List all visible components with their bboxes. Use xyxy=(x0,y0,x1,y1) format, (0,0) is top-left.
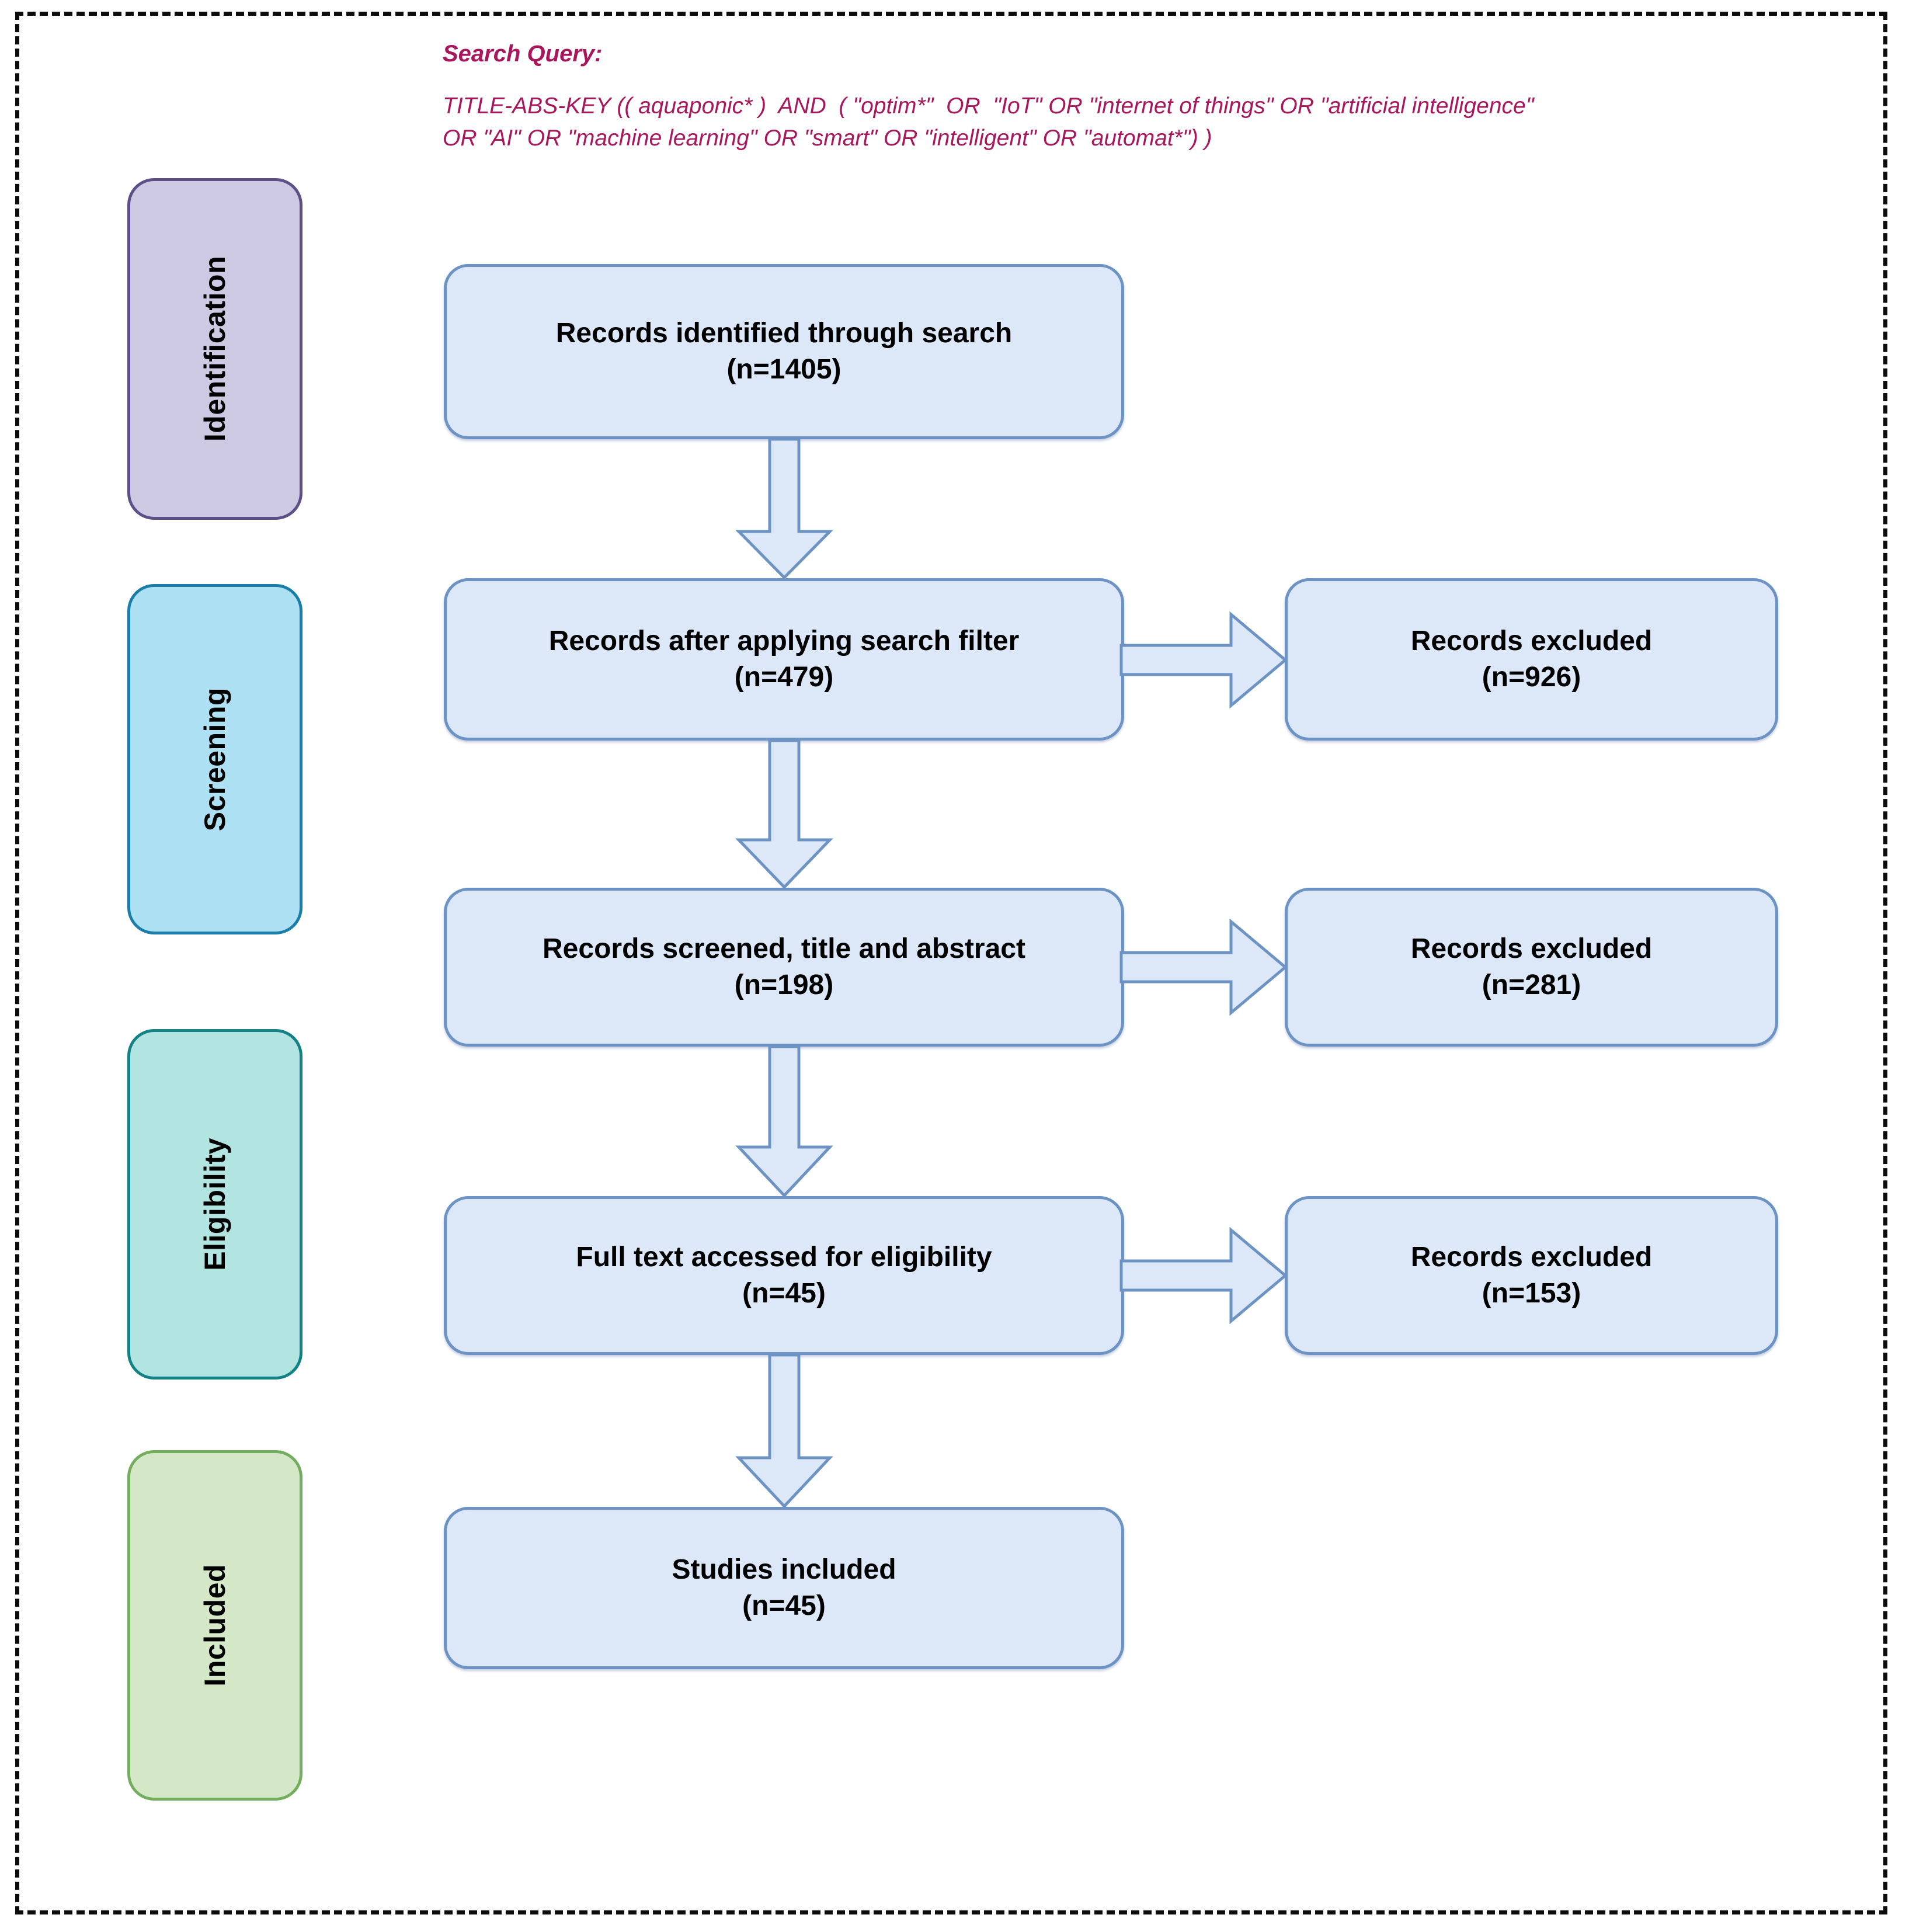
arrow-right-fulltext-to-excluded xyxy=(1119,1226,1288,1325)
flow-box-records-after-filter: Records after applying search filter (n=… xyxy=(444,578,1124,741)
search-query-title: Search Query: xyxy=(443,41,603,67)
flow-box-count: (n=45) xyxy=(742,1278,826,1309)
stage-label-screening: Screening xyxy=(199,687,231,832)
flow-box-count: (n=926) xyxy=(1482,662,1581,693)
flow-box-full-text-eligibility: Full text accessed for eligibility (n=45… xyxy=(444,1196,1124,1355)
stage-pill-included: Included xyxy=(127,1450,302,1801)
flow-box-line1: Records identified through search xyxy=(555,317,1013,349)
flow-box-records-screened: Records screened, title and abstract (n=… xyxy=(444,888,1124,1047)
stage-pill-eligibility: Eligibility xyxy=(127,1029,302,1379)
stage-pill-identification: Identification xyxy=(127,178,302,520)
flow-box-line1: Records excluded xyxy=(1410,933,1653,964)
flow-box-count: (n=1405) xyxy=(726,354,842,385)
flow-box-line1: Full text accessed for eligibility xyxy=(576,1241,992,1273)
flow-box-records-identified: Records identified through search (n=140… xyxy=(444,264,1124,439)
stage-label-included: Included xyxy=(199,1564,231,1687)
stage-label-eligibility: Eligibility xyxy=(199,1138,231,1271)
flow-box-line1: Records screened, title and abstract xyxy=(543,933,1025,964)
arrow-right-filtered-to-excluded xyxy=(1119,611,1288,709)
search-query-block: Search Query: TITLE-ABS-KEY (( aquaponic… xyxy=(443,42,1803,155)
flow-box-count: (n=198) xyxy=(734,970,834,1000)
flow-box-line1: Records excluded xyxy=(1410,1241,1653,1273)
stage-pill-screening: Screening xyxy=(127,584,302,934)
flow-box-records-excluded-screen: Records excluded (n=281) xyxy=(1285,888,1778,1047)
flow-box-records-excluded-filter: Records excluded (n=926) xyxy=(1285,578,1778,741)
arrow-down-identified-to-filtered xyxy=(735,437,833,580)
flow-box-studies-included: Studies included (n=45) xyxy=(444,1507,1124,1669)
flow-box-line1: Records excluded xyxy=(1410,625,1653,656)
arrow-down-fulltext-to-included xyxy=(735,1353,833,1509)
dashed-page-border xyxy=(15,12,1887,1914)
flow-box-count: (n=281) xyxy=(1482,970,1581,1000)
flow-box-line1: Records after applying search filter xyxy=(548,625,1020,656)
arrow-down-screened-to-fulltext xyxy=(735,1045,833,1198)
flow-box-line1: Studies included xyxy=(672,1554,896,1585)
flow-box-count: (n=479) xyxy=(734,662,834,693)
arrow-down-filtered-to-screened xyxy=(735,739,833,889)
flow-box-records-excluded-fulltext: Records excluded (n=153) xyxy=(1285,1196,1778,1355)
flow-box-count: (n=45) xyxy=(742,1590,826,1621)
stage-label-identification: Identification xyxy=(199,256,231,442)
arrow-right-screened-to-excluded xyxy=(1119,918,1288,1016)
flow-box-count: (n=153) xyxy=(1482,1278,1581,1309)
search-query-string: TITLE-ABS-KEY (( aquaponic* ) AND ( "opt… xyxy=(443,93,1534,151)
